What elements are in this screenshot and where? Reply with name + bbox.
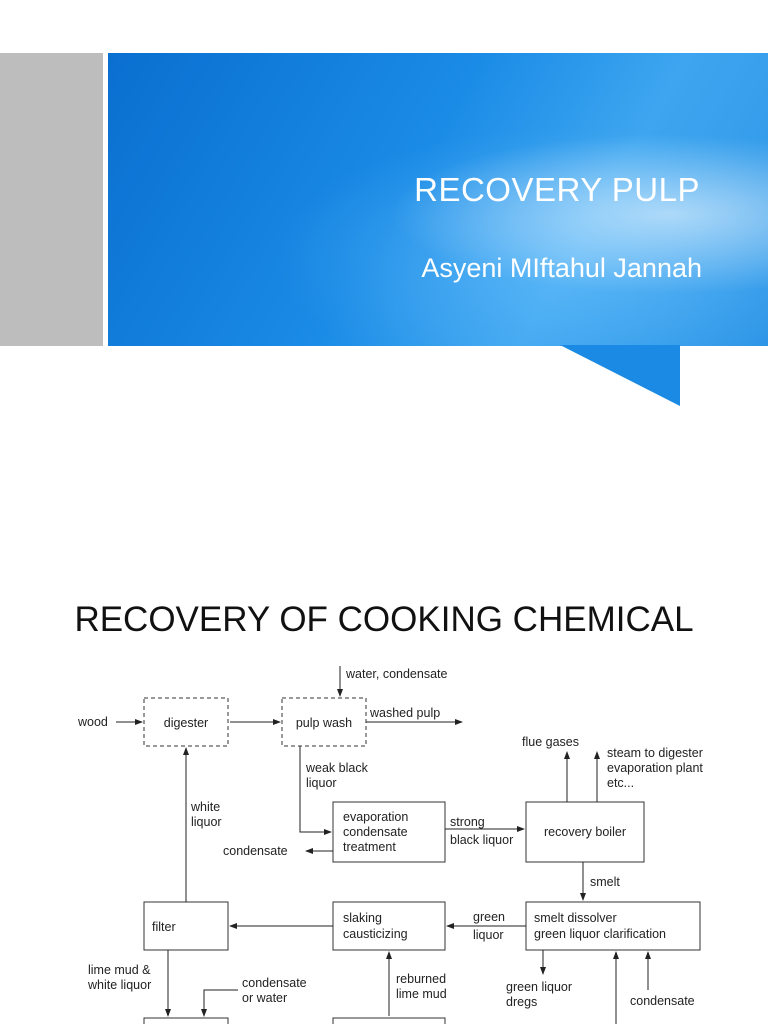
slaking-label-1: slaking: [343, 911, 382, 925]
slide-title: RECOVERY PULP: [414, 171, 700, 208]
flue-gases-label: flue gases: [522, 735, 579, 749]
steam-label-3: etc...: [607, 776, 634, 790]
slaking-box: [332, 901, 446, 951]
white-liquor-label-2: liquor: [191, 815, 222, 829]
weak-black-liquor-label-2: liquor: [306, 776, 337, 790]
wood-label: wood: [77, 715, 108, 729]
gray-side-bar: [0, 53, 103, 346]
strong-black-liquor-label-1: strong: [450, 815, 485, 829]
evaporation-label-3: treatment: [343, 840, 396, 854]
green-liquor-dregs-label-2: dregs: [506, 995, 537, 1009]
steam-label-1: steam to digester: [607, 746, 703, 760]
weak-black-liquor-label-1: weak black: [305, 761, 369, 775]
recovery-boiler-box: [525, 801, 645, 863]
evaporation-label-2: condensate: [343, 825, 408, 839]
title-slide: RECOVERY PULP Asyeni MIftahul Jannah: [0, 0, 768, 500]
evaporation-label-1: evaporation: [343, 810, 408, 824]
smelt-label: smelt: [590, 875, 620, 889]
condensate-or-water-label-2: or water: [242, 991, 287, 1005]
smelt-dissolver-label-1: smelt dissolver: [534, 911, 617, 925]
condensate-or-water-label-1: condensate: [242, 976, 307, 990]
green-liquor-label-2: liquor: [473, 928, 504, 942]
reburned-lime-mud-label-2: lime mud: [396, 987, 447, 1001]
white-liquor-label-1: white: [190, 800, 220, 814]
digester-label: digester: [164, 716, 208, 730]
condensate-in-label: condensate: [630, 994, 695, 1008]
diagram-heading: RECOVERY OF COOKING CHEMICAL: [74, 600, 694, 639]
condensate-out-label: condensate: [223, 844, 288, 858]
evaporation-box: [332, 801, 446, 863]
banner-callout-tail: [560, 345, 680, 406]
smelt-dissolver-label-2: green liquor clarification: [534, 927, 666, 941]
reburned-lime-mud-label-1: reburned: [396, 972, 446, 986]
slide-author: Asyeni MIftahul Jannah: [421, 253, 702, 283]
process-flow-diagram: digester pulp wash evaporation condensat…: [77, 666, 703, 1024]
digester-box: [143, 697, 229, 747]
recovery-boiler-label: recovery boiler: [544, 825, 626, 839]
pulp-wash-label: pulp wash: [296, 716, 352, 730]
slaking-label-2: causticizing: [343, 927, 408, 941]
washed-pulp-label: washed pulp: [369, 706, 440, 720]
green-liquor-dregs-label-1: green liquor: [506, 980, 572, 994]
lime-mud-label-2: white liquor: [87, 978, 151, 992]
blue-banner: [108, 53, 768, 346]
smelt-dissolver-box: [525, 901, 701, 951]
steam-label-2: evaporation plant: [607, 761, 703, 775]
water-condensate-label: water, condensate: [345, 667, 448, 681]
lime-mud-label-1: lime mud &: [88, 963, 151, 977]
green-liquor-label-1: green: [473, 910, 505, 924]
strong-black-liquor-label-2: black liquor: [450, 833, 513, 847]
filter-label: filter: [152, 920, 176, 934]
